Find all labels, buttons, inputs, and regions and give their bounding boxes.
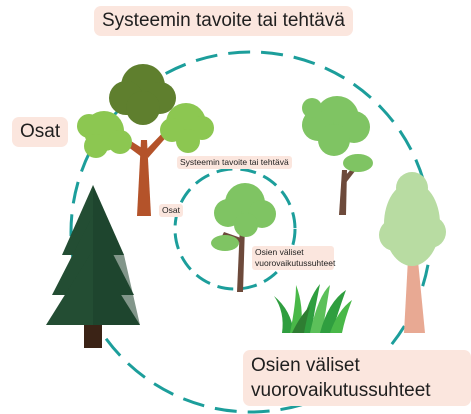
outer-goal-label: Systeemin tavoite tai tehtävä <box>94 6 353 36</box>
small-tree-center-icon <box>211 183 276 292</box>
inner-goal-label: Systeemin tavoite tai tehtävä <box>177 156 292 169</box>
conifer-tree-icon <box>46 185 140 348</box>
grass-tuft-icon <box>274 284 352 333</box>
outer-interactions-label: Osien väliset vuorovaikutussuhteet <box>243 350 471 406</box>
inner-dashed-circle <box>173 167 297 291</box>
broadleaf-tree-right-icon <box>302 96 373 215</box>
inner-parts-label: Osat <box>159 204 183 217</box>
broadleaf-tree-large-icon <box>77 64 214 216</box>
outer-parts-label: Osat <box>12 117 69 147</box>
light-tree-right-icon <box>379 172 446 333</box>
inner-interactions-label: Osien väliset vuorovaikutussuhteet <box>252 246 335 270</box>
